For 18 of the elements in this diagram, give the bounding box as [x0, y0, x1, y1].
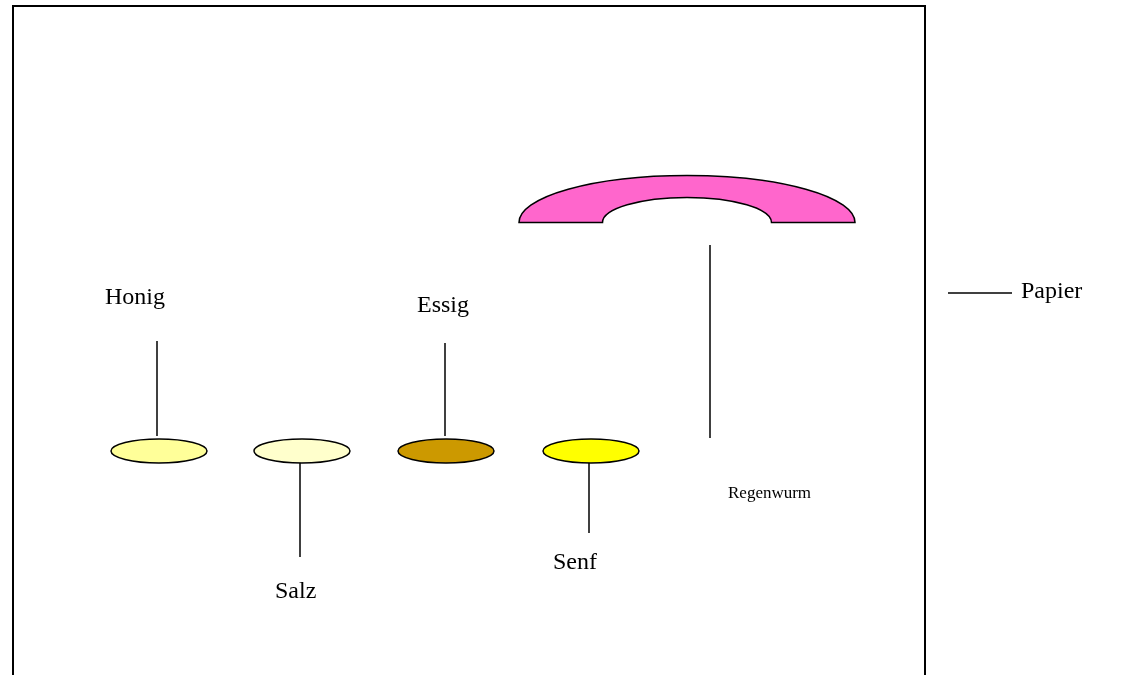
substance-label: Senf	[553, 549, 617, 579]
substance-label: Essig	[417, 292, 489, 320]
substance-label: Honig	[105, 284, 189, 312]
substance-label: Salz	[275, 578, 335, 608]
leader-line	[709, 244, 711, 439]
leader-line	[947, 292, 1013, 294]
paper-sheet	[12, 5, 926, 675]
leader-line	[444, 342, 446, 437]
liquid-drop	[253, 438, 351, 464]
liquid-drop	[110, 438, 208, 464]
leader-line	[156, 340, 158, 437]
liquid-drop	[542, 438, 640, 464]
paper-label: Papier	[1021, 278, 1113, 308]
leader-line	[588, 461, 590, 534]
liquid-drop	[397, 438, 495, 464]
earthworm-shape	[518, 174, 856, 224]
leader-line	[299, 461, 301, 558]
earthworm-label: Regenwurm	[728, 484, 864, 504]
